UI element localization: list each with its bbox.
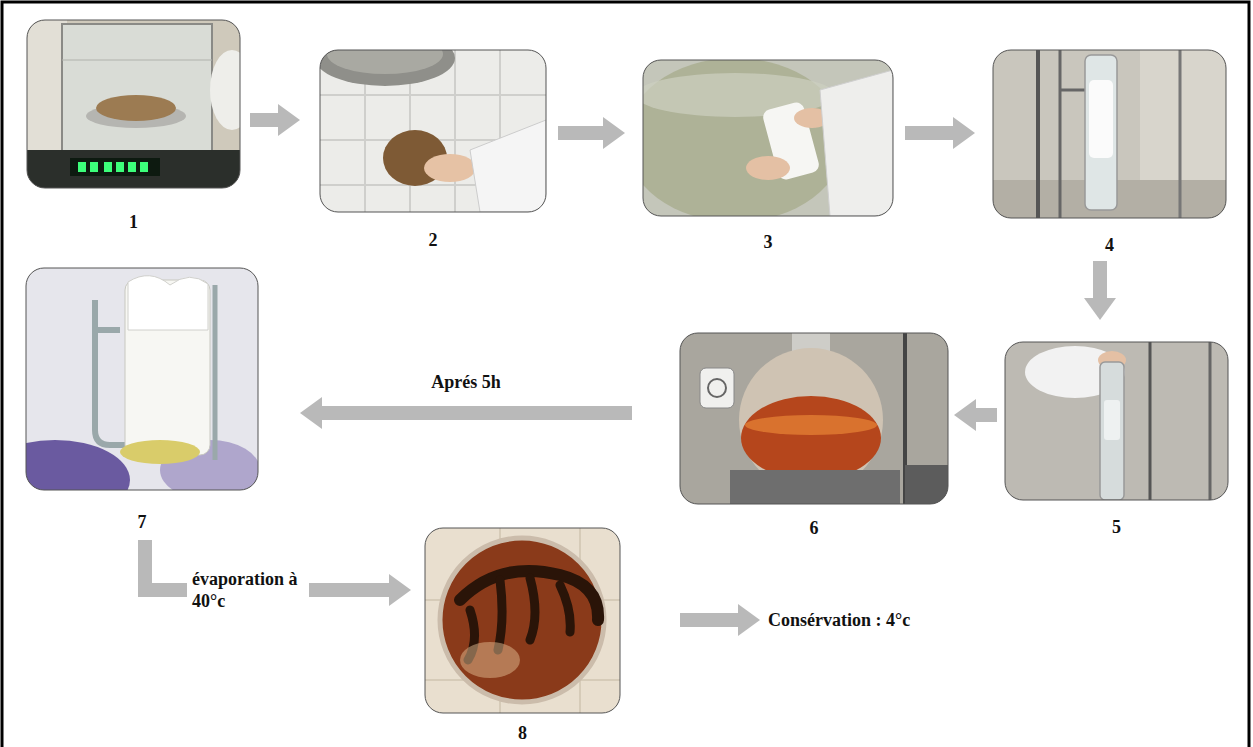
step-number: 5 — [1112, 517, 1121, 537]
photo-step: 1 — [27, 20, 240, 232]
step-number: 2 — [429, 230, 438, 250]
step-number: 3 — [764, 232, 773, 252]
block-arrow — [680, 604, 760, 636]
desiccator-photo — [643, 60, 893, 216]
step-number: 6 — [810, 518, 819, 538]
photo-step: 4 — [993, 50, 1226, 255]
filter-paper-photo — [320, 50, 546, 212]
step-number: 7 — [138, 512, 147, 532]
photo-step: 5 — [1005, 342, 1228, 537]
block-arrow — [250, 104, 300, 136]
block-arrow — [558, 117, 625, 149]
arrow-label: évaporation à 40°c — [187, 566, 309, 614]
step-number: 4 — [1105, 235, 1114, 255]
arrow-label: Aprés 5h — [431, 371, 501, 393]
photo-step: 3 — [643, 60, 893, 252]
extraction-thimble-photo — [26, 268, 258, 490]
step-number: 8 — [518, 723, 527, 743]
photo-step: 7 — [26, 268, 258, 532]
block-arrow — [300, 397, 632, 429]
balance-photo — [27, 20, 240, 188]
block-arrow — [954, 399, 997, 431]
heated-flask-photo — [680, 333, 948, 504]
storage-note: Consérvation : 4°c — [768, 609, 910, 631]
column-handling-photo — [1005, 342, 1228, 500]
extract-petri-dish-photo — [425, 528, 620, 713]
soxhlet-setup-photo — [993, 50, 1226, 218]
block-arrow — [905, 117, 975, 149]
step-number: 1 — [129, 212, 138, 232]
photo-step: 8 — [425, 528, 620, 743]
photo-step: 6 — [680, 333, 948, 538]
block-arrow — [1084, 261, 1116, 320]
photo-step: 2 — [320, 50, 546, 250]
